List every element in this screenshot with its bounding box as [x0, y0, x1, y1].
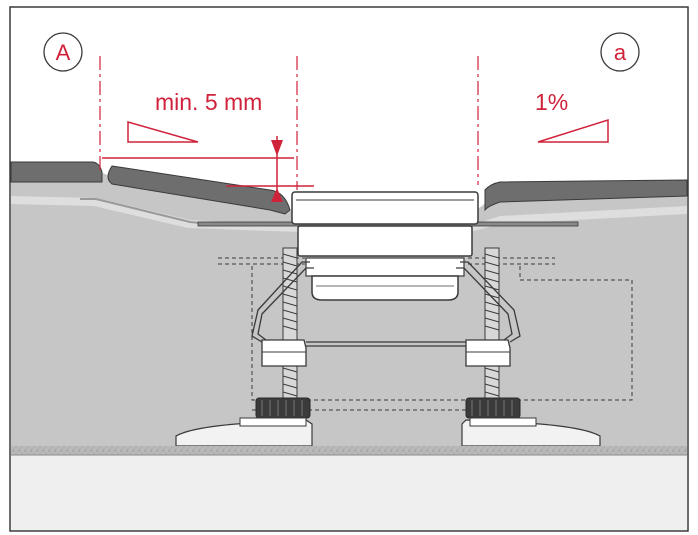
slope-label: 1% — [535, 89, 568, 115]
marker-a-upper: A — [43, 32, 83, 72]
marker-a-lower: a — [600, 32, 640, 72]
slope-triangle-right-icon — [537, 118, 609, 143]
marker-right-label: a — [614, 40, 627, 65]
dimension-label: min. 5 mm — [155, 89, 262, 115]
slope-triangle-left-icon — [127, 121, 199, 143]
screed-section — [11, 172, 687, 447]
drain-body — [291, 191, 479, 301]
floor-base — [11, 446, 687, 455]
tile-right-sloped — [484, 179, 688, 212]
wire-bracket — [251, 261, 521, 347]
leveling-foot-right — [461, 247, 601, 447]
tile-left-flat — [10, 161, 103, 183]
dimension-arrow-icon — [271, 140, 283, 202]
marker-left-label: A — [56, 40, 71, 65]
subfloor-area — [11, 455, 687, 530]
leveling-foot-left — [175, 247, 313, 447]
